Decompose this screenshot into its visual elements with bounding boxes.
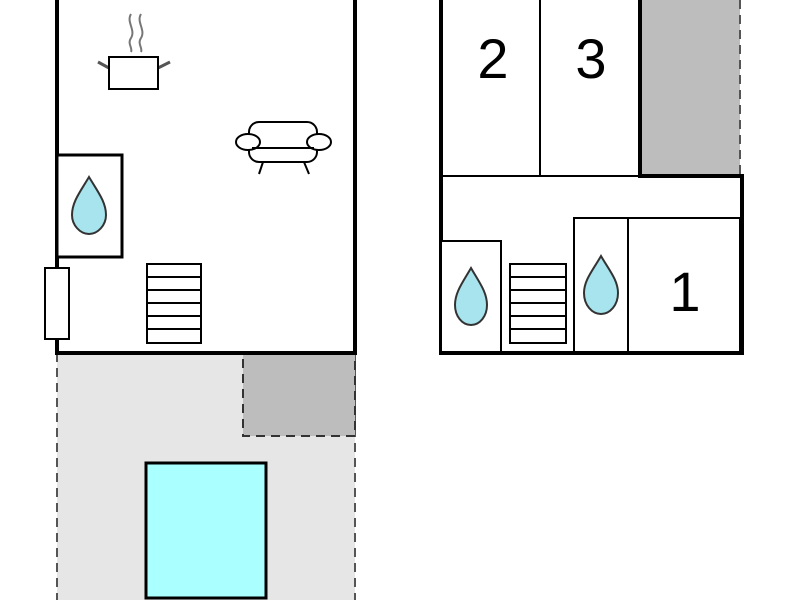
covered-balcony xyxy=(640,0,740,176)
steam-line xyxy=(138,13,144,53)
bedroom-1-walls xyxy=(627,217,741,354)
upper-floor: 2 3 1 xyxy=(439,0,744,355)
steam-line xyxy=(128,13,134,53)
bathroom-upper-left xyxy=(440,240,502,354)
living-room xyxy=(44,0,357,355)
sofa-armrest-left xyxy=(235,133,261,151)
water-drop-icon xyxy=(582,253,620,316)
bathroom-left xyxy=(55,153,124,259)
sofa-armrest-right xyxy=(306,133,332,151)
stairs-icon xyxy=(509,263,567,344)
room-label-bedroom-2: 2 xyxy=(477,27,508,90)
pot-handle-left xyxy=(97,60,110,70)
sofa-leg xyxy=(258,161,264,175)
window-icon xyxy=(44,267,70,340)
bedroom-1: 1 xyxy=(627,217,741,354)
cooking-pot-icon xyxy=(97,13,171,90)
covered-terrace xyxy=(242,352,356,437)
stairs-icon xyxy=(146,263,202,344)
water-drop-icon xyxy=(453,265,489,327)
sofa-leg xyxy=(303,161,310,175)
bathroom-upper-right xyxy=(573,217,629,354)
room-label-bedroom-3: 3 xyxy=(575,27,606,90)
terrace-area xyxy=(56,352,356,600)
pool-icon xyxy=(144,461,268,600)
water-drop-icon xyxy=(70,175,108,236)
room-label-bedroom-1: 1 xyxy=(669,260,700,323)
pot-handle-right xyxy=(157,60,171,70)
sofa-icon xyxy=(235,121,332,175)
pot-body xyxy=(108,56,159,90)
